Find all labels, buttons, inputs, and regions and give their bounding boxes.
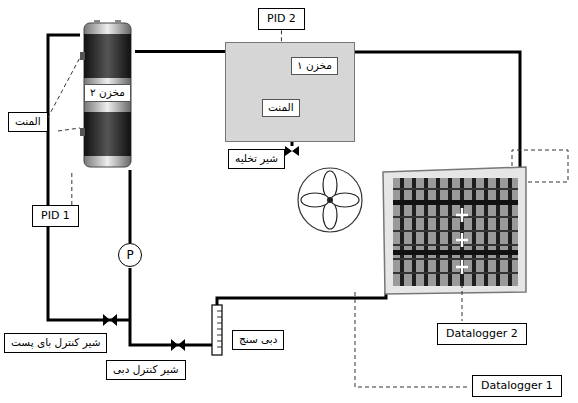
datalogger-box: Datalogger 1 [472, 375, 562, 397]
node-label: شیر کنترل دبی [113, 363, 179, 375]
controller-box: PID 2 [258, 8, 305, 30]
storage-tank: مخزن ۱ المنت [225, 42, 355, 142]
fan [298, 168, 362, 232]
node-label: شیر تخلیه [235, 152, 278, 164]
signal-connector [281, 30, 282, 42]
connector-line [71, 170, 72, 205]
callout-box: المنت [8, 112, 48, 132]
node-label: PID 2 [267, 12, 296, 25]
node-label: P [126, 248, 133, 262]
node-label: المنت [262, 99, 300, 117]
valve-symbols [103, 146, 299, 351]
flow-meter [212, 305, 222, 355]
pipe-connector [129, 170, 130, 243]
node-label: شیر کنترل بای پست [11, 336, 100, 348]
signal-connector [48, 58, 80, 118]
signal-lines [58, 128, 568, 387]
node-label: المنت [15, 115, 41, 127]
node-label: مخزن ۲ [84, 84, 131, 102]
callout-box: دبی سنج [232, 330, 284, 350]
datalogger-box: Datalogger 2 [437, 323, 527, 345]
node-label: Datalogger 1 [481, 379, 553, 392]
pump-symbol: P [118, 243, 142, 267]
callout-box: شیر کنترل بای پست [4, 333, 107, 353]
node-label: PID 1 [41, 209, 70, 222]
callout-box: شیر تخلیه [228, 149, 285, 169]
solar-collector [383, 167, 526, 294]
heater-tank: مخزن ۲ [80, 20, 135, 170]
pipe-connector [135, 51, 225, 52]
node-label: مخزن ۱ [291, 57, 338, 75]
signal-connector [71, 170, 72, 205]
connector-line [48, 58, 80, 118]
node-label: Datalogger 2 [446, 327, 518, 340]
node-label: دبی سنج [239, 333, 277, 345]
connector-line [135, 50, 225, 53]
connector-line [128, 170, 131, 243]
controller-box: PID 1 [32, 205, 79, 227]
connector-line [281, 30, 282, 42]
callout-box: شیر کنترل دبی [106, 360, 186, 380]
